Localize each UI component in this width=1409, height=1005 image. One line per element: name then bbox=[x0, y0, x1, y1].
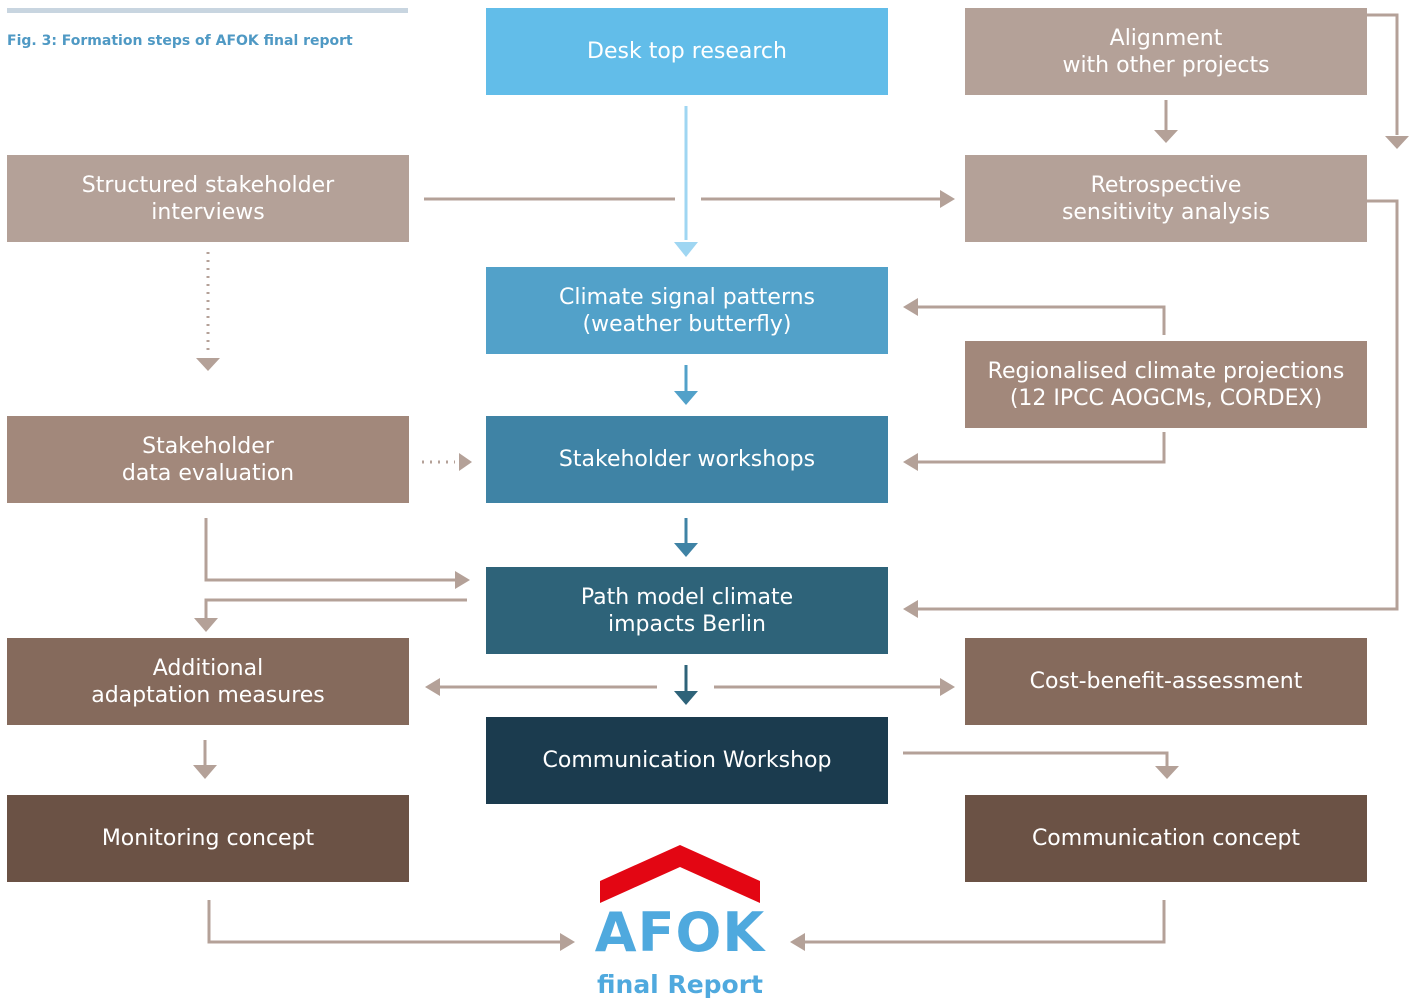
arrowhead-logo-left bbox=[560, 933, 575, 951]
arrow-path-model-to-additional bbox=[204, 598, 467, 618]
arrowhead-logo-right bbox=[790, 933, 805, 951]
arrowhead-path-model-right bbox=[903, 600, 918, 618]
logo-subtitle: final Report bbox=[596, 970, 764, 999]
arrowhead-right-edge bbox=[1385, 136, 1409, 149]
figure-caption: Fig. 3: Formation steps of AFOK final re… bbox=[7, 33, 353, 49]
caption-rule bbox=[7, 8, 408, 13]
roof-icon bbox=[600, 845, 760, 903]
arrowhead-communication-top bbox=[674, 691, 698, 705]
logo-word: AFOK bbox=[594, 901, 766, 964]
arrow-regional-to-workshops bbox=[918, 432, 1166, 464]
arrowhead-monitoring-top bbox=[193, 765, 217, 779]
afok-logo: AFOK final Report bbox=[590, 845, 770, 1005]
arrowhead-path-model-top bbox=[674, 543, 698, 557]
desk-research-box: Desk top research bbox=[486, 8, 888, 95]
path-model-box: Path model climate impacts Berlin bbox=[486, 567, 888, 654]
monitoring-concept-box: Monitoring concept bbox=[7, 795, 409, 882]
alignment-box: Alignment with other projects bbox=[965, 8, 1367, 95]
arrow-alignment-right-edge bbox=[1367, 13, 1399, 135]
arrowhead-evaluation-top bbox=[196, 358, 220, 371]
cost-benefit-box: Cost-benefit-assessment bbox=[965, 638, 1367, 725]
stakeholder-workshops-box: Stakeholder workshops bbox=[486, 416, 888, 503]
arrow-workshop-to-concept bbox=[903, 751, 1169, 766]
arrowhead-additional-top bbox=[194, 618, 218, 632]
additional-measures-box: Additional adaptation measures bbox=[7, 638, 409, 725]
arrowhead-workshops-right bbox=[903, 453, 918, 471]
arrow-retrospective-to-path-model bbox=[918, 199, 1399, 611]
regional-projections-box: Regionalised climate projections (12 IPC… bbox=[965, 341, 1367, 428]
communication-concept-box: Communication concept bbox=[965, 795, 1367, 882]
arrowhead-workshops-left bbox=[459, 453, 472, 471]
stakeholder-evaluation-box: Stakeholder data evaluation bbox=[7, 416, 409, 503]
arrowhead-cost-benefit-left bbox=[940, 678, 955, 696]
arrowhead-path-model-left bbox=[455, 571, 470, 589]
structured-interviews-box: Structured stakeholder interviews bbox=[7, 155, 409, 242]
arrowhead-climate-signal-right bbox=[903, 298, 918, 316]
arrowhead-additional-right bbox=[425, 678, 440, 696]
arrowhead-retrospective-left bbox=[940, 190, 955, 208]
arrowhead-concept-top bbox=[1155, 766, 1179, 779]
arrow-monitoring-to-report bbox=[207, 900, 560, 944]
arrow-concept-to-report bbox=[805, 900, 1166, 944]
arrowhead-retrospective-top bbox=[1154, 130, 1178, 143]
retrospective-box: Retrospective sensitivity analysis bbox=[965, 155, 1367, 242]
arrowhead-climate-signal-top bbox=[674, 242, 698, 257]
arrowhead-workshops-top bbox=[674, 391, 698, 405]
arrow-evaluation-to-path-model bbox=[204, 518, 455, 582]
arrow-regional-to-climate-signal bbox=[918, 305, 1166, 335]
climate-signal-box: Climate signal patterns (weather butterf… bbox=[486, 267, 888, 354]
communication-workshop-box: Communication Workshop bbox=[486, 717, 888, 804]
